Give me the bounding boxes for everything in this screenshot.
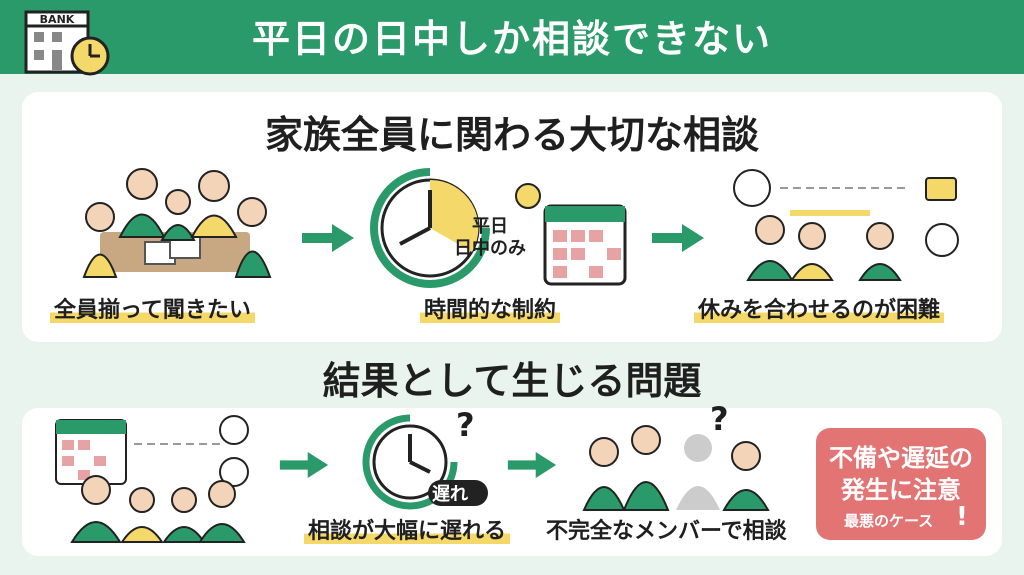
alert-line2: 発生に注意 [841, 476, 961, 504]
header-bar: BANK 平日の日中しか相談できない [0, 0, 1024, 76]
arrow-right-icon [302, 224, 354, 252]
exclamation-icon: ! [956, 502, 968, 532]
arrow-right-icon [507, 452, 557, 478]
schedule-conflict-illustration [733, 169, 959, 281]
svg-text:BANK: BANK [40, 13, 75, 26]
family-meeting-illustration [82, 168, 272, 278]
incomplete-members-illustration [582, 425, 770, 511]
clock-calendar-illustration [370, 168, 627, 288]
page-title: 平日の日中しか相談できない [251, 17, 772, 61]
arrow-right-icon [652, 224, 704, 252]
question-mark-icon: ? [456, 406, 475, 444]
alert-box: 不備や遅延の 発生に注意 最悪のケース ! [816, 428, 986, 540]
question-mark-icon: ? [710, 400, 729, 438]
section2-item3-label: 不完全なメンバーで相談 [546, 519, 787, 544]
section2-title: 結果として生じる問題 [322, 359, 702, 403]
section1-item3-label: 休みを合わせるのが困難 [694, 292, 945, 324]
family-calendar-illustration [55, 415, 249, 543]
section2-item2-label: 相談が大幅に遅れる [304, 513, 511, 545]
alert-line3: 最悪のケース [844, 512, 934, 530]
alert-line1: 不備や遅延の [829, 444, 973, 472]
delay-tag: 遅れ [432, 484, 468, 505]
arrow-right-icon [279, 452, 329, 478]
clock-tag: 平日 日中のみ [454, 216, 526, 259]
section1-title: 家族全員に関わる大切な相談 [264, 113, 759, 157]
section1-item2-label: 時間的な制約 [420, 292, 561, 324]
section1-item1-label: 全員揃って聞きたい [50, 292, 255, 324]
bank-clock-icon: BANK [24, 10, 110, 76]
delay-clock-illustration [362, 414, 488, 510]
